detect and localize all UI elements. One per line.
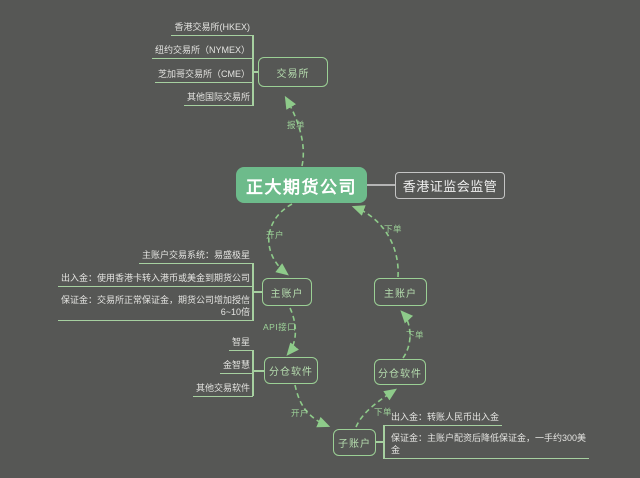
bracket-line: [252, 350, 254, 396]
topic-other-exchanges[interactable]: 其他国际交易所: [183, 91, 253, 106]
bracket-connector: [252, 71, 259, 73]
node-sub-account[interactable]: 子账户: [333, 429, 376, 456]
topic-master-trading-system[interactable]: 主账户交易系统：易盛极星: [138, 249, 253, 264]
topic-zhixing[interactable]: 智星: [228, 336, 253, 351]
edge-label-api[interactable]: API接口: [263, 322, 297, 332]
bracket-connector: [376, 441, 384, 443]
topic-sub-deposit[interactable]: 出入金：转账人民币出入金: [383, 411, 503, 426]
edge-label-open-account-top[interactable]: 开户: [266, 230, 285, 240]
regulator-connector: [367, 184, 395, 186]
node-root-company[interactable]: 正大期货公司: [236, 167, 367, 203]
node-regulator[interactable]: 香港证监会监管: [395, 172, 505, 199]
topic-hkex[interactable]: 香港交易所(HKEX): [171, 21, 253, 36]
bracket-connector: [252, 291, 262, 293]
topic-master-margin[interactable]: 保证金：交易所正常保证金，期货公司增加授信 6~10倍: [57, 294, 253, 321]
topic-jinzhihui[interactable]: 金智慧: [219, 359, 253, 374]
node-split-software-left[interactable]: 分仓软件: [264, 357, 318, 384]
edge-label-place-order-top[interactable]: 下单: [384, 224, 403, 234]
arrow-report-order: [284, 95, 305, 167]
bracket-connector: [252, 370, 264, 372]
arrow-place-order-top: [351, 205, 399, 278]
topic-other-software[interactable]: 其他交易软件: [192, 382, 253, 397]
topic-master-deposit[interactable]: 出入金：使用香港卡转入港币或美金到期货公司: [57, 272, 253, 287]
arrow-open-account-bottom: [294, 384, 331, 428]
bracket-line: [252, 35, 254, 106]
topic-sub-margin[interactable]: 保证金：主账户配资后降低保证金，一手约300美 金: [383, 432, 590, 459]
node-split-software-right[interactable]: 分仓软件: [374, 359, 426, 385]
topic-cme[interactable]: 芝加哥交易所（CME）: [155, 68, 253, 83]
edge-label-place-order-bottom[interactable]: 下单: [374, 407, 393, 417]
edge-label-report-order[interactable]: 报单: [287, 120, 306, 130]
edge-label-open-account-bottom[interactable]: 开户: [291, 408, 310, 418]
node-master-account-right[interactable]: 主账户: [374, 278, 427, 306]
edge-label-place-order-mid[interactable]: 下单: [406, 330, 425, 340]
node-exchange[interactable]: 交易所: [258, 57, 328, 87]
node-master-account-left[interactable]: 主账户: [262, 278, 312, 306]
bracket-line: [383, 425, 385, 459]
topic-nymex[interactable]: 纽约交易所（NYMEX）: [151, 44, 253, 59]
